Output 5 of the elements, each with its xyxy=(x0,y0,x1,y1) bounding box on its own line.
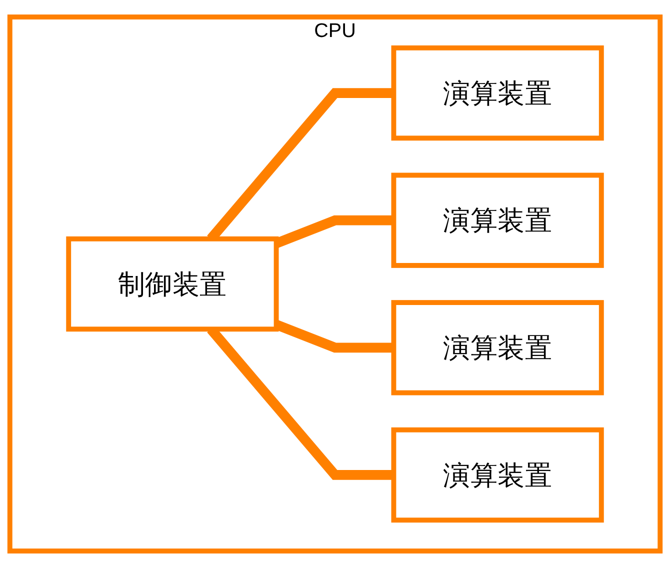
node-box: 演算装置 xyxy=(391,427,604,523)
node-box: 演算装置 xyxy=(391,172,604,268)
node-box: 制御装置 xyxy=(66,236,279,332)
node-box: 演算装置 xyxy=(391,45,604,141)
node-box: 演算装置 xyxy=(391,300,604,396)
